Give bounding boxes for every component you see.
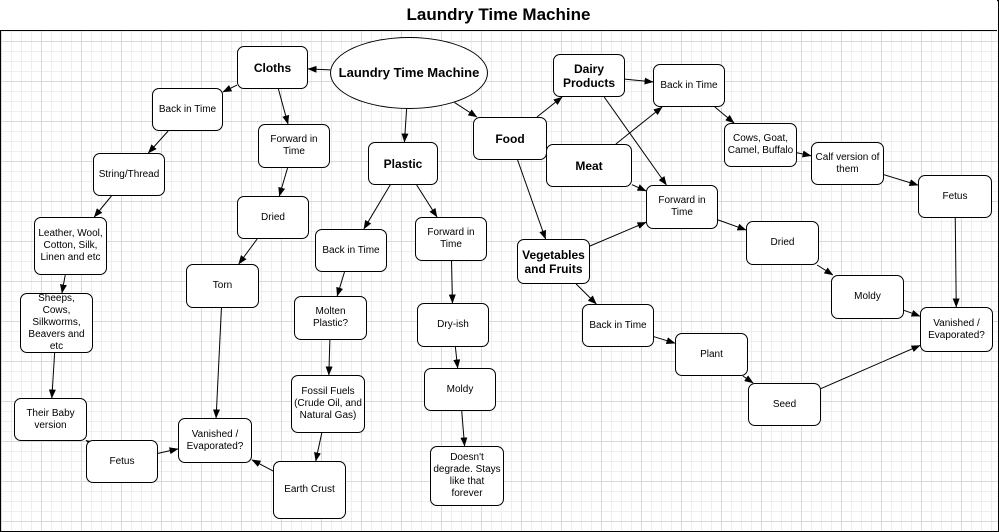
connector-food-to-veg: [517, 159, 547, 240]
node-cloths-dried[interactable]: Dried: [237, 196, 309, 239]
diagram-title: Laundry Time Machine: [406, 5, 591, 24]
connector-an_dried-to-an_moldy: [816, 264, 834, 276]
node-sheeps-cows-silkworms[interactable]: Sheeps, Cows, Silkworms, Beavers and etc: [20, 293, 93, 353]
connector-cl_sheeps-to-cl_baby: [48, 352, 56, 399]
connector-pl_dryish-to-pl_moldy: [453, 346, 461, 369]
node-cloths-forward-in-time[interactable]: Forward in Time: [258, 124, 330, 168]
node-food-forward-in-time[interactable]: Forward in Time: [646, 185, 718, 229]
diagram-title-bar: Laundry Time Machine: [0, 0, 997, 31]
connector-root-to-plastic: [401, 108, 409, 143]
connector-an_fwd-to-an_dried: [717, 219, 747, 231]
connector-an_moldy-to-an_vanished: [903, 309, 921, 317]
node-vanished-evaporated-left[interactable]: Vanished / Evaporated?: [178, 418, 252, 463]
node-cloths-back-in-time[interactable]: Back in Time: [152, 88, 223, 131]
node-fossil-fuels[interactable]: Fossil Fuels (Crude Oil, and Natural Gas…: [291, 375, 365, 433]
node-earth-crust[interactable]: Earth Crust: [273, 461, 346, 519]
connector-an_calf-to-an_fetus: [883, 174, 919, 186]
node-cloths[interactable]: Cloths: [237, 46, 308, 89]
node-food[interactable]: Food: [473, 117, 547, 160]
node-molten-plastic[interactable]: Molten Plastic?: [294, 296, 367, 340]
node-vanished-evaporated-right[interactable]: Vanished / Evaporated?: [920, 307, 993, 352]
node-torn[interactable]: Torn: [186, 264, 259, 308]
root-node-laundry-time-machine[interactable]: Laundry Time Machine: [330, 37, 488, 109]
connector-cl_torn-to-cl_vanished: [213, 307, 222, 419]
connector-meat-to-an_back: [615, 106, 663, 145]
connector-cloths-to-cl_back: [222, 84, 238, 93]
connector-an_fetus-to-an_vanished: [952, 217, 960, 308]
connector-cl_fwd-to-cl_dried: [278, 167, 289, 197]
connector-pl_molten-to-pl_fossil: [325, 339, 333, 376]
connector-an_cows-to-an_calf: [796, 150, 812, 158]
node-seed[interactable]: Seed: [748, 383, 821, 426]
connector-root-to-cloths: [307, 65, 331, 73]
connector-plastic-to-pl_fwd: [416, 184, 438, 218]
node-plastic-forward-in-time[interactable]: Forward in Time: [415, 217, 487, 261]
node-calf-version[interactable]: Calf version of them: [811, 142, 884, 185]
node-animal-fetus[interactable]: Fetus: [918, 175, 992, 218]
connector-dairy-to-an_fwd: [603, 96, 667, 186]
connector-cl_back-to-cl_string: [147, 130, 169, 154]
node-leather-wool-cotton[interactable]: Leather, Wool, Cotton, Silk, Linen and e…: [34, 217, 107, 275]
node-plastic[interactable]: Plastic: [368, 142, 438, 185]
connector-dairy-to-an_back: [624, 77, 654, 85]
node-plant[interactable]: Plant: [675, 333, 748, 376]
connector-pl_moldy-to-pl_degrade: [460, 410, 468, 447]
node-cloths-fetus[interactable]: Fetus: [86, 440, 158, 483]
node-veg-back-in-time[interactable]: Back in Time: [582, 304, 654, 347]
connector-vg_back-to-vg_plant: [653, 336, 676, 345]
connector-cl_baby-to-cl_fetus: [85, 439, 96, 448]
connector-pl_fossil-to-pl_crust: [314, 432, 323, 462]
node-food-dried[interactable]: Dried: [746, 221, 819, 265]
connector-meat-to-an_fwd: [631, 184, 647, 192]
node-animal-back-in-time[interactable]: Back in Time: [653, 64, 725, 107]
node-dry-ish[interactable]: Dry-ish: [417, 303, 489, 347]
node-vegetables-and-fruits[interactable]: Vegetables and Fruits: [517, 239, 590, 284]
node-doesnt-degrade[interactable]: Doesn't degrade. Stays like that forever: [430, 446, 504, 506]
node-their-baby-version[interactable]: Their Baby version: [14, 398, 87, 441]
node-meat[interactable]: Meat: [546, 144, 632, 187]
node-plastic-back-in-time[interactable]: Back in Time: [315, 229, 387, 272]
connector-cloths-to-cl_fwd: [277, 88, 290, 125]
connector-vg_plant-to-vg_seed: [742, 375, 754, 384]
node-plastic-moldy[interactable]: Moldy: [424, 368, 496, 411]
node-dairy-products[interactable]: Dairy Products: [553, 54, 625, 97]
connector-cl_leather-to-cl_sheeps: [60, 274, 67, 294]
connector-cl_string-to-cl_leather: [93, 195, 112, 218]
connector-root-to-food: [454, 102, 478, 118]
connector-veg-to-an_fwd: [589, 221, 647, 247]
connector-vg_seed-to-an_vanished: [820, 344, 921, 390]
connector-an_back-to-an_cows: [714, 106, 735, 124]
connector-pl_fwd-to-pl_dryish: [448, 260, 456, 304]
connector-plastic-to-pl_back: [363, 184, 391, 230]
connector-food-to-dairy: [536, 96, 563, 118]
node-cows-goat-camel-buffalo[interactable]: Cows, Goat, Camel, Buffalo: [724, 123, 797, 167]
node-food-moldy[interactable]: Moldy: [831, 275, 904, 319]
connector-cl_fetus-to-cl_vanished: [157, 447, 179, 455]
connector-veg-to-vg_back: [575, 283, 597, 305]
node-string-thread[interactable]: String/Thread: [93, 153, 165, 196]
connector-cl_dried-to-cl_torn: [238, 238, 258, 265]
connector-pl_crust-to-cl_vanished: [251, 459, 274, 472]
connector-pl_back-to-pl_molten: [336, 271, 345, 297]
